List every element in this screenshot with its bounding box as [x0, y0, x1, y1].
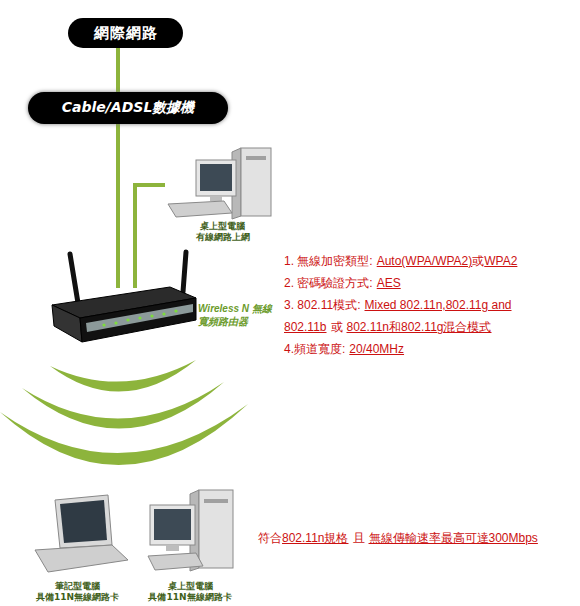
setting-value: 20/40MHz [349, 342, 404, 356]
led [162, 312, 165, 315]
laptop-computer [35, 495, 128, 572]
setting-text: 1. 無線加密類型: [284, 254, 373, 268]
monitor [196, 160, 236, 196]
node-label: 筆記型電腦 具備11N無線網路卡 [33, 581, 123, 603]
laptop-screen [60, 500, 107, 543]
monitor-screen [154, 509, 191, 540]
note-line: 符合802.11n規格且無線傳輸速率最高可達300Mbps [258, 527, 578, 549]
note-line: 2. 密碼驗證方式: AES [284, 272, 554, 294]
led [138, 316, 141, 319]
router-illustration [52, 252, 196, 342]
network-cable [116, 124, 120, 288]
network-pill: 網際網路 [68, 18, 183, 48]
note-line: 4.頻道寬度: 20/40MHz [284, 338, 554, 360]
wave-arc [22, 382, 224, 429]
node-label: 桌上型電腦 具備11N無線網路卡 [145, 581, 235, 603]
wireless-waves [0, 360, 248, 465]
note-line: 1. 無線加密類型: Auto(WPA/WPA2)或WPA2 [284, 250, 554, 272]
node-label: 網際網路 [94, 24, 158, 43]
monitor [150, 505, 195, 545]
node-label: 桌上型電腦 有線網路上網 [188, 221, 258, 243]
network-cable [135, 185, 165, 288]
led [174, 309, 177, 312]
setting-text: 且 [353, 531, 365, 545]
router-panel [86, 304, 193, 332]
wired-desktop-computer [168, 148, 271, 219]
keyboard [168, 201, 232, 217]
led [102, 323, 105, 326]
setting-text: 或 [472, 254, 484, 268]
laptop-lid [55, 495, 112, 548]
antenna [70, 254, 78, 303]
monitor-stand [210, 196, 222, 201]
wave-arc [50, 360, 196, 392]
setting-text: 或 [331, 320, 343, 334]
network-cable [116, 48, 120, 92]
setting-value: 802.11n規格 [282, 531, 349, 545]
led [150, 314, 153, 317]
wave-arc [0, 404, 248, 465]
router-node: Wireless N 無線 寬頻路由器 [52, 288, 197, 346]
monitor-screen [200, 164, 232, 191]
monitor-stand [166, 545, 179, 551]
tower-front [199, 490, 233, 568]
setting-value: AES [377, 276, 401, 290]
setting-value: 無線傳輸速率最高可達300Mbps [369, 531, 538, 545]
drive-bay [204, 499, 228, 503]
modem-band: Cable/ADSL數據機 [28, 92, 228, 124]
router-front [80, 298, 196, 342]
settings-notes: 1. 無線加密類型:Auto(WPA/WPA2)或WPA22. 密碼驗證方式:A… [284, 250, 554, 360]
wireless-desktop-node: 桌上型電腦 具備11N無線網路卡 [140, 488, 240, 603]
wireless-desktop-computer [148, 490, 233, 571]
setting-text: 3. 802.11模式: [284, 298, 361, 312]
setting-value: WPA2 [484, 254, 517, 268]
note-line: 3. 802.11模式:Mixed 802.11n,802.11g and 80… [284, 294, 554, 338]
led [126, 318, 129, 321]
setting-value: 802.11n和802.11g混合模式 [347, 320, 492, 334]
tower-front [241, 148, 271, 216]
setting-value: Auto(WPA/WPA2) [377, 254, 473, 268]
node-label: Cable/ADSL數據機 [62, 99, 195, 117]
laptop-node: 筆記型電腦 具備11N無線網路卡 [25, 493, 130, 603]
antenna [183, 252, 186, 292]
laptop-base [35, 545, 128, 572]
setting-text: 4.頻道寬度: [284, 342, 345, 356]
spec-note: 符合802.11n規格且無線傳輸速率最高可達300Mbps [258, 527, 578, 549]
setting-text: 符合 [258, 531, 282, 545]
setting-text: 2. 密碼驗證方式: [284, 276, 373, 290]
led [114, 321, 117, 324]
router-side [52, 305, 82, 342]
node-label: Wireless N 無線 寬頻路由器 [198, 302, 286, 328]
drive-bay [246, 156, 266, 160]
keyboard [148, 553, 203, 570]
wired-desktop-node: 桌上型電腦 有線網路上網 [165, 148, 280, 243]
